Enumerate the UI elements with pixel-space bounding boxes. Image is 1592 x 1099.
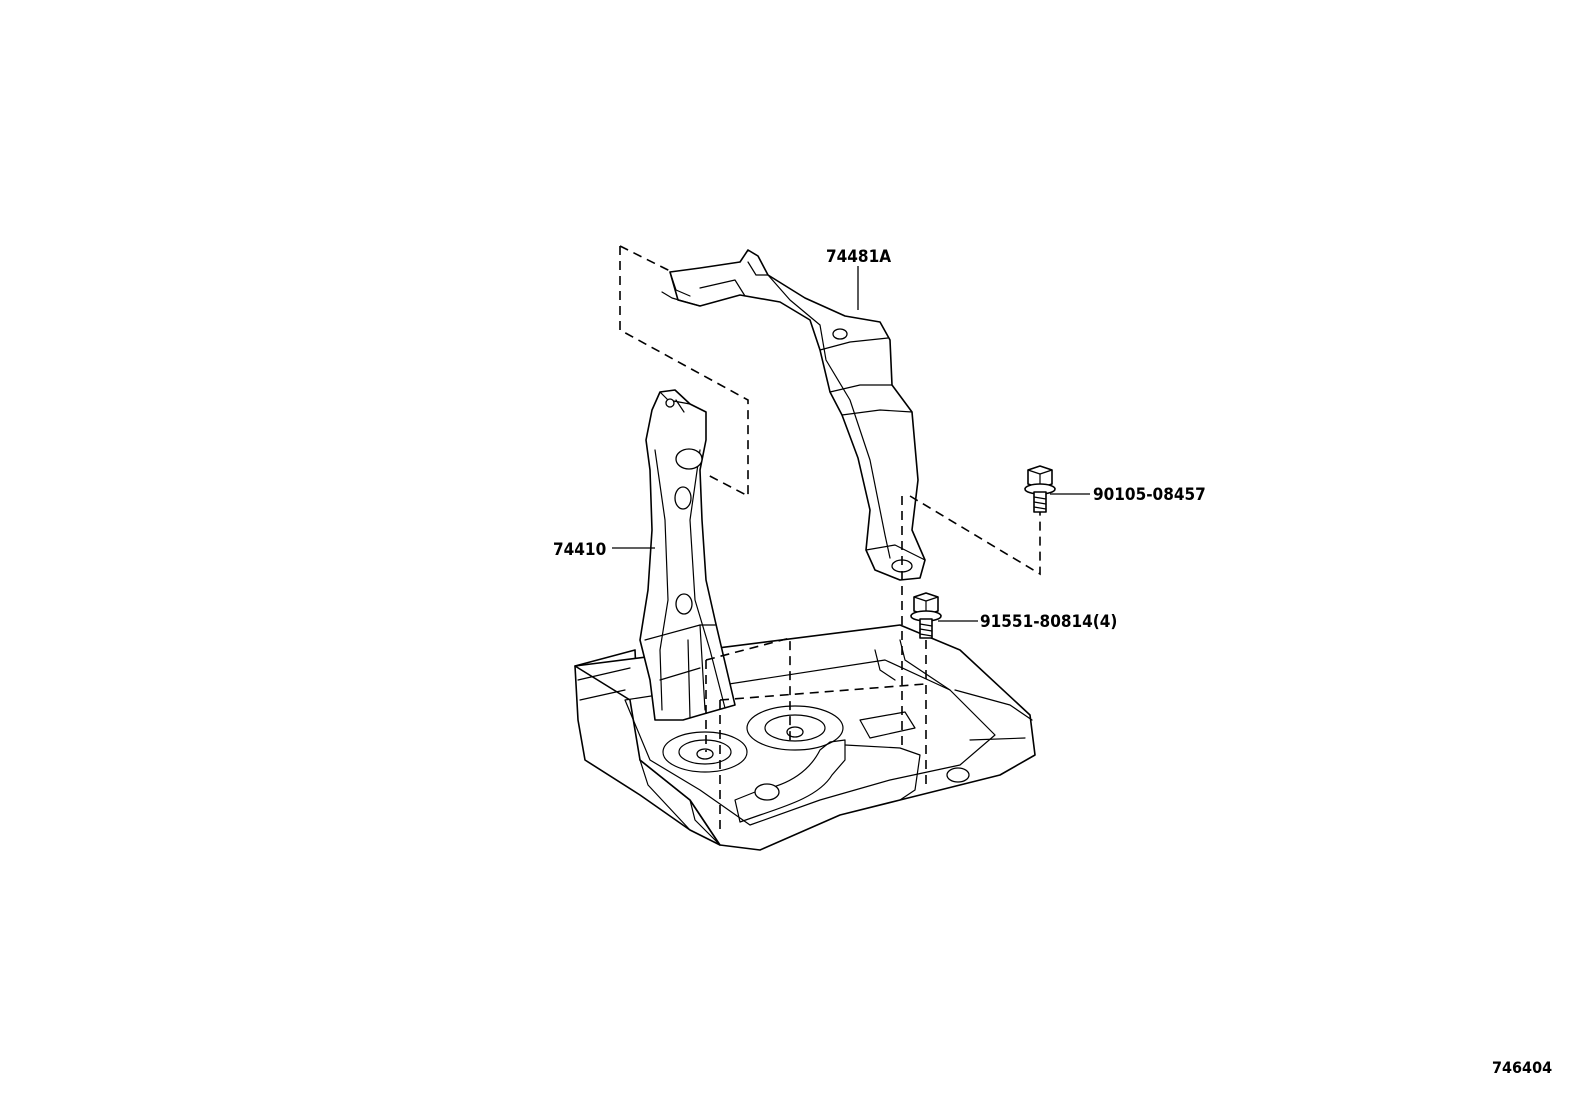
callout-bolt-upper: 90105-08457: [1093, 485, 1206, 505]
callout-clamp: 74481A: [826, 247, 891, 267]
callout-tray: 74410: [553, 540, 606, 560]
callout-bolt-lower: 91551-80814(4): [980, 612, 1117, 632]
battery-tray-icon: [574, 389, 1036, 851]
assembly-guide-lines: [619, 245, 1041, 835]
battery-clamp-bracket-icon: [661, 249, 926, 581]
flange-bolt-icon: [1024, 465, 1056, 513]
illustration-code: 746404: [1492, 1058, 1552, 1077]
callout-leaders: [612, 266, 1090, 622]
flange-bolt-icon: [910, 592, 942, 639]
